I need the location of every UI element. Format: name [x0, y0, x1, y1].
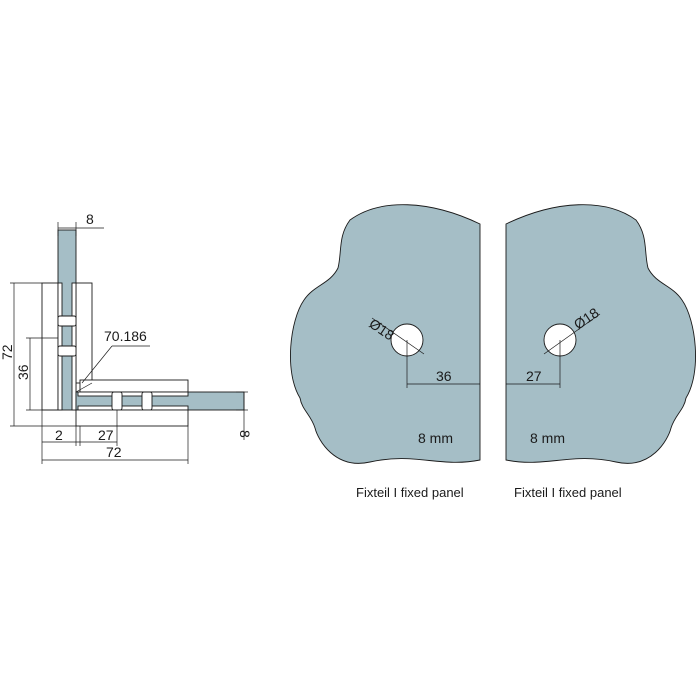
left-glass-panel — [290, 204, 481, 464]
clamp-gasket-top — [77, 391, 189, 397]
right-panel-view: Ø18 27 8 mm Fixteil I fixed panel — [505, 204, 696, 500]
dim-label-72-horizontal: 72 — [106, 444, 122, 460]
side-view: 8 72 36 8 2 27 72 70.186 — [0, 211, 253, 464]
clamp-bottom-plate — [75, 409, 189, 427]
clamp-screw-left — [111, 391, 123, 411]
dim-label-36-vertical: 36 — [15, 364, 31, 380]
dim-label-27: 27 — [98, 427, 114, 443]
dim-label-8-top: 8 — [86, 211, 94, 227]
dim-label-2: 2 — [55, 427, 63, 443]
dim-label-8-right: 8 — [237, 430, 253, 438]
right-panel-caption: Fixteil I fixed panel — [514, 485, 622, 500]
left-hole-diameter-line — [371, 317, 425, 355]
right-hole-diameter-line — [543, 313, 601, 355]
right-edge-dim-label: 27 — [526, 368, 542, 384]
left-thickness-label: 8 mm — [418, 430, 453, 446]
dim-label-72-vertical: 72 — [0, 344, 15, 360]
article-number-label: 70.186 — [104, 328, 147, 344]
clamp-screw-right — [141, 391, 153, 411]
left-edge-dim-label: 36 — [436, 368, 452, 384]
clamp-top-plate — [79, 379, 189, 393]
clamp-inner-plate — [75, 282, 93, 384]
clamp-gasket-bottom — [77, 405, 189, 411]
article-leader-line — [81, 345, 113, 384]
clamp-chamfer-line — [75, 382, 93, 393]
right-thickness-label: 8 mm — [530, 430, 565, 446]
right-glass-panel — [505, 204, 696, 464]
clamp-screw-top — [57, 315, 77, 327]
clamp-screw-bottom — [57, 345, 77, 357]
left-panel-caption: Fixteil I fixed panel — [356, 485, 464, 500]
clamp-outer-plate — [41, 282, 59, 411]
left-panel-view: Ø18 36 8 mm Fixteil I fixed panel — [290, 204, 481, 500]
